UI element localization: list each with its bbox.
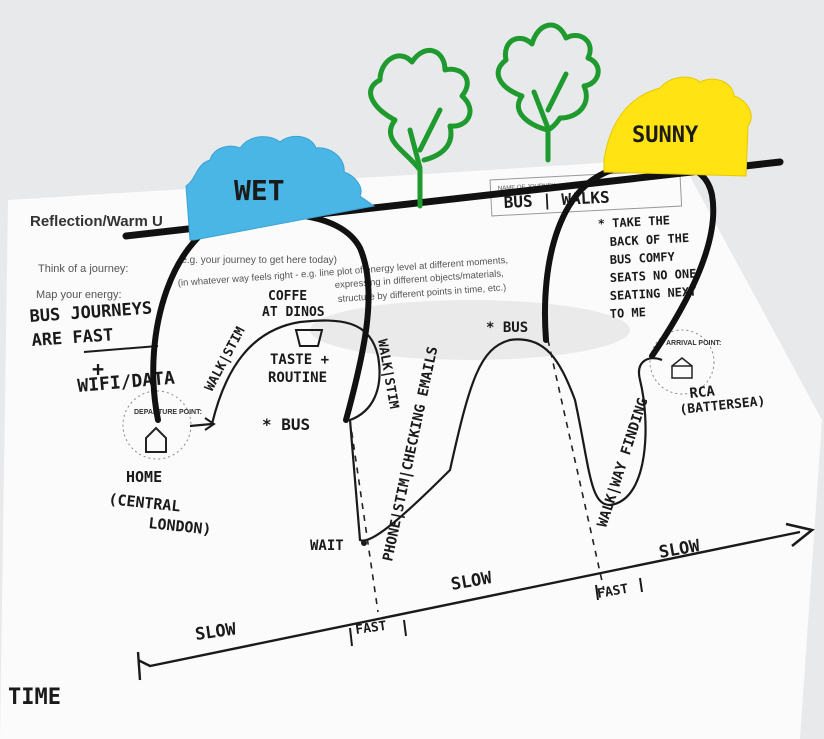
sunny-label: SUNNY [632,123,699,148]
instruction-1: (e.g. your journey to get here today) [178,255,337,266]
map-prompt: Map your energy: [36,289,122,301]
coffee-cup-icon [294,329,324,347]
departure-label: DEPARTURE POINT: [134,409,202,416]
label-fast-2: FAST [596,582,630,602]
destination-icon [671,357,693,379]
wet-card [185,135,376,241]
note-take-back-3: BUS COMFY [609,250,675,267]
worksheet-paper [0,158,822,739]
energy-line [189,319,663,542]
wet-label: WET [234,174,285,207]
note-take-back-6: TO ME [609,305,646,321]
note-take-back-5: SEATING NEXT [609,284,696,303]
axis-tick-4 [639,577,643,593]
note-coffee-2: AT DINOS [262,305,325,320]
time-axis [137,530,801,668]
think-prompt: Think of a journey: [38,263,129,275]
axis-tick-start [136,651,142,681]
arrival-label: ARRIVAL POINT: [666,340,721,347]
note-home: HOME [126,468,162,486]
axis-tick-2 [403,619,407,637]
note-routine: ROUTINE [268,370,327,386]
arrival-circle [649,329,715,395]
wait-dot [361,540,367,546]
note-taste: TASTE + [270,352,329,368]
tree-right [495,22,601,163]
note-bus-1: * BUS [262,415,310,434]
note-take-back-2: BACK OF THE [609,231,689,249]
label-fast-1: FAST [354,619,387,638]
note-coffee-1: COFFE [268,289,307,304]
note-plus: + [92,357,104,381]
worksheet-heading: Reflection/Warm U [30,213,163,230]
note-rca: RCA [689,383,716,402]
label-time: TIME [8,685,61,710]
note-wait: WAIT [310,538,344,554]
axis-tick-1 [349,627,353,647]
energy-arrow-1 [204,417,216,431]
note-take-back-1: * TAKE THE [597,213,670,231]
paper-shadow [310,300,630,360]
note-bus-2: * BUS [486,320,528,336]
divider-line-1 [349,419,379,613]
note-take-back-4: SEATS NO ONE [609,266,696,285]
time-axis-arrow [785,522,815,548]
sunny-card [603,76,752,177]
axis-tick-3 [595,584,599,601]
underline-fast [83,345,159,353]
home-icon [145,426,167,453]
tree-left [368,48,473,209]
